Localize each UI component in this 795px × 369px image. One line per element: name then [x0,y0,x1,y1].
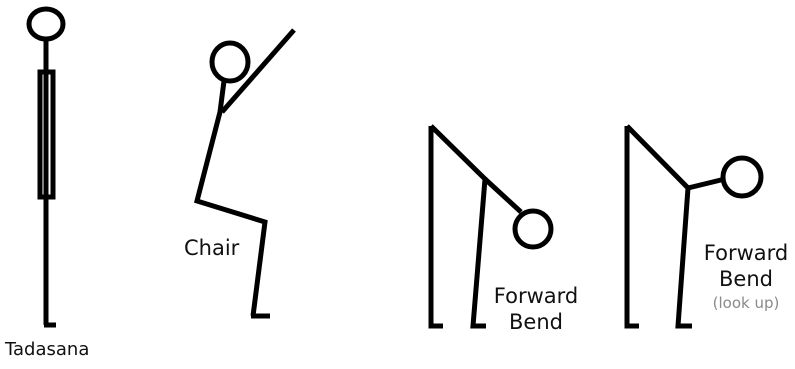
look-up-note: (look up) [700,292,792,314]
forward-bend-look-up-label-line-1: Forward [700,240,792,266]
forward-bend-look-up-label-line-2: Bend [700,266,792,292]
forward-bend-label: Forward Bend [490,283,582,335]
look-up-torso-leg [627,126,692,326]
chair-label: Chair [184,238,239,259]
chair-label-text: Chair [184,236,239,260]
forward-bend-torso-leg [431,126,486,326]
forward-bend-label-line-2: Bend [490,309,582,335]
tadasana-label: Tadasana [5,341,89,359]
chair-figure [197,30,294,316]
look-up-neck [688,179,725,188]
forward-bend-head [515,211,551,247]
tadasana-figure [29,9,63,325]
forward-bend-back-leg [431,126,443,326]
chair-head [212,43,248,81]
tadasana-label-text: Tadasana [5,339,89,360]
forward-bend-label-line-1: Forward [490,283,582,309]
tadasana-head [29,9,63,39]
chair-body [197,81,265,316]
forward-bend-neck [485,179,521,212]
look-up-head [723,158,761,196]
look-up-back-leg [627,126,639,326]
forward-bend-look-up-label: Forward Bend (look up) [700,240,792,314]
